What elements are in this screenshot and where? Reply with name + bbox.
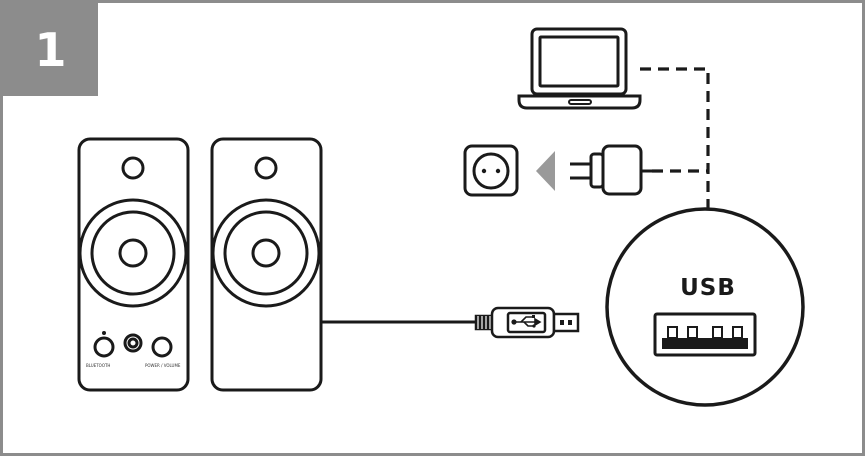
usb-port-label: USB bbox=[680, 275, 736, 301]
bluetooth-label: BLUETOOTH bbox=[86, 363, 111, 368]
step-number-badge: 1 bbox=[3, 3, 98, 96]
laptop-icon bbox=[517, 27, 642, 110]
dashed-connection bbox=[640, 67, 710, 216]
usb-port-icon bbox=[653, 312, 757, 357]
left-speaker bbox=[77, 137, 190, 392]
right-speaker bbox=[210, 137, 323, 392]
usb-symbol-icon bbox=[511, 315, 542, 328]
usb-port-callout bbox=[605, 207, 805, 407]
power-volume-label: POWER / VOLUME bbox=[145, 363, 181, 368]
wall-socket-icon bbox=[463, 144, 519, 197]
power-adapter-icon bbox=[570, 144, 652, 196]
arrow-icon bbox=[536, 151, 555, 191]
